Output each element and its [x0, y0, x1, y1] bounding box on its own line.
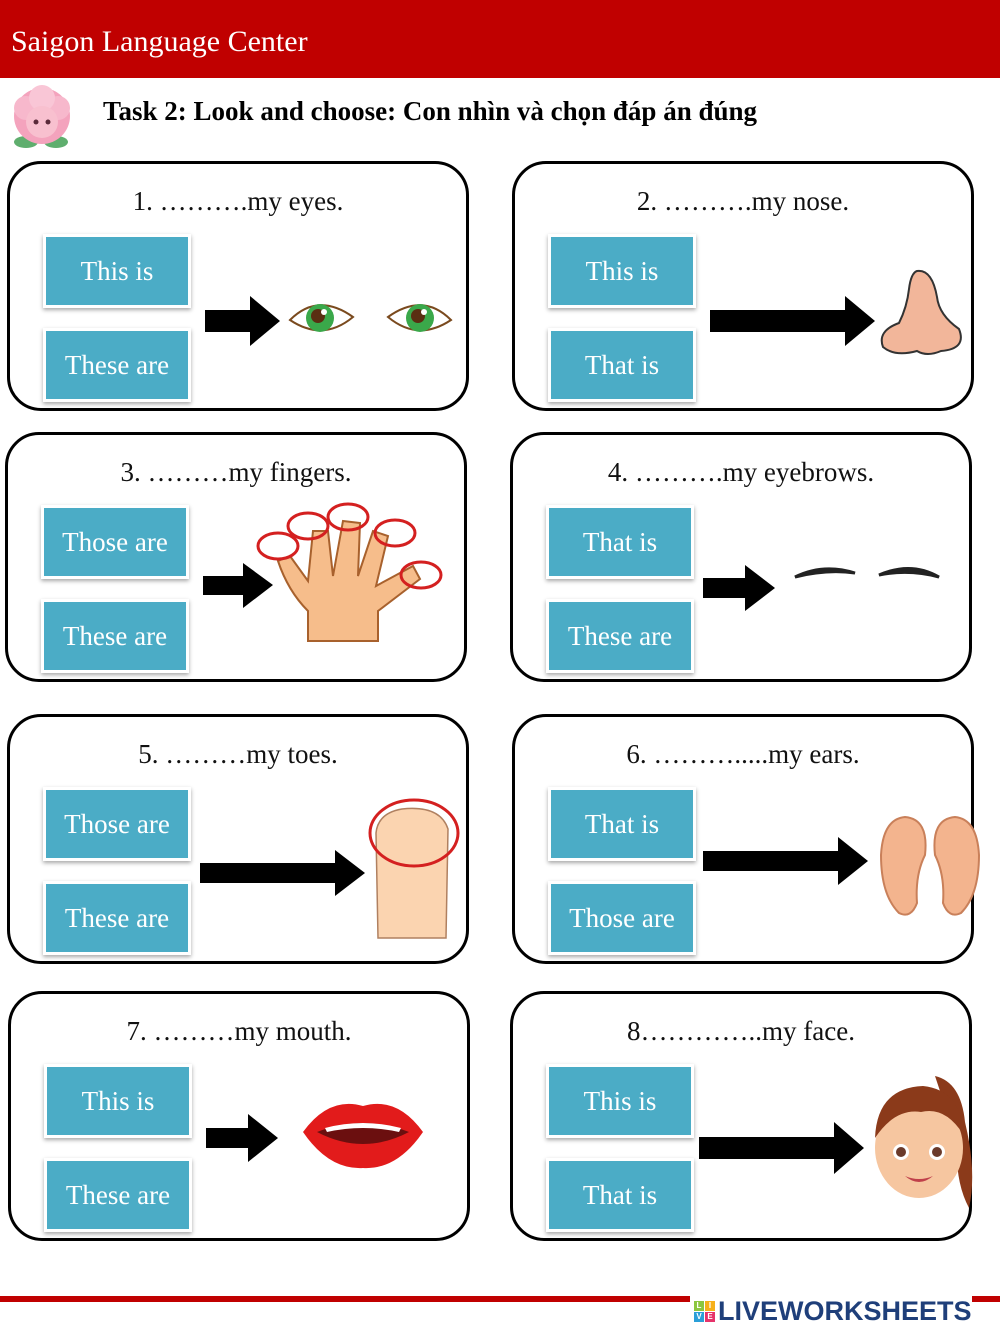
- question-card-3: 3. ………my fingers. Those are These are: [5, 432, 467, 682]
- arrow-right-icon: [699, 1122, 864, 1174]
- option-button[interactable]: That is: [548, 787, 696, 861]
- question-card-8: 8…………..my face. This is That is: [510, 991, 973, 1241]
- question-prompt: 4. ……….my eyebrows.: [607, 457, 875, 487]
- option-button[interactable]: These are: [44, 1158, 192, 1232]
- logo-blocks-icon: L I V E: [694, 1300, 715, 1322]
- arrow-right-icon: [206, 1114, 278, 1162]
- arrow-right-icon: [710, 296, 875, 346]
- question-prompt: 3. ………my fingers.: [120, 457, 352, 487]
- question-prompt: 6. ……….....my ears.: [626, 739, 860, 769]
- option-button[interactable]: That is: [546, 505, 694, 579]
- liveworksheets-logo: L I V E LIVEWORKSHEETS: [690, 1296, 972, 1326]
- face-icon: [875, 1076, 973, 1208]
- option-button[interactable]: These are: [41, 599, 189, 673]
- eyebrows-icon: [794, 566, 940, 579]
- option-button[interactable]: These are: [43, 328, 191, 402]
- question-card-4: 4. ……….my eyebrows. That is These are: [510, 432, 972, 682]
- question-prompt: 7. ………my mouth.: [126, 1016, 352, 1046]
- option-button[interactable]: This is: [43, 234, 191, 308]
- eyes-icon: [288, 304, 453, 332]
- question-card-7: 7. ………my mouth. This is These are: [8, 991, 470, 1241]
- task-title: Task 2: Look and choose: Con nhìn và chọ…: [103, 96, 758, 126]
- header-bar: Saigon Language Center: [0, 0, 1000, 78]
- logo-block: E: [705, 1311, 715, 1322]
- arrow-right-icon: [703, 565, 775, 611]
- option-button[interactable]: These are: [43, 881, 191, 955]
- arrow-right-icon: [203, 563, 273, 608]
- option-button[interactable]: This is: [546, 1064, 694, 1138]
- question-prompt: 5. ………my toes.: [138, 739, 338, 769]
- option-button[interactable]: This is: [44, 1064, 192, 1138]
- logo-block: I: [705, 1300, 715, 1311]
- question-card-5: 5. ………my toes. Those are These are: [7, 714, 469, 964]
- ears-icon: [879, 815, 981, 916]
- footer-divider: [0, 1296, 1000, 1302]
- foot-icon: [368, 798, 460, 939]
- question-prompt: 2. ……….my nose.: [636, 186, 850, 216]
- arrow-right-icon: [200, 850, 365, 896]
- nose-icon: [880, 269, 962, 355]
- logo-text: LIVEWORKSHEETS: [718, 1295, 972, 1326]
- arrow-right-icon: [703, 837, 868, 885]
- logo-block: V: [694, 1311, 704, 1322]
- option-button[interactable]: Those are: [41, 505, 189, 579]
- question-card-2: 2. ……….my nose. This is That is: [512, 161, 974, 411]
- option-button[interactable]: That is: [548, 328, 696, 402]
- header-title: Saigon Language Center: [11, 25, 308, 58]
- flower-mascot-icon: [14, 85, 70, 148]
- option-button[interactable]: These are: [546, 599, 694, 673]
- logo-block: L: [694, 1300, 704, 1311]
- mouth-icon: [303, 1103, 423, 1169]
- hand-icon: [256, 502, 443, 642]
- arrow-right-icon: [205, 296, 280, 346]
- option-button[interactable]: That is: [546, 1158, 694, 1232]
- option-button[interactable]: Those are: [43, 787, 191, 861]
- question-card-6: 6. ……….....my ears. That is Those are: [512, 714, 981, 964]
- option-button[interactable]: This is: [548, 234, 696, 308]
- option-button[interactable]: Those are: [548, 881, 696, 955]
- question-card-1: 1. ……….my eyes. This is These are: [7, 161, 469, 411]
- question-prompt: 8…………..my face.: [627, 1016, 855, 1046]
- question-prompt: 1. ……….my eyes.: [132, 186, 344, 216]
